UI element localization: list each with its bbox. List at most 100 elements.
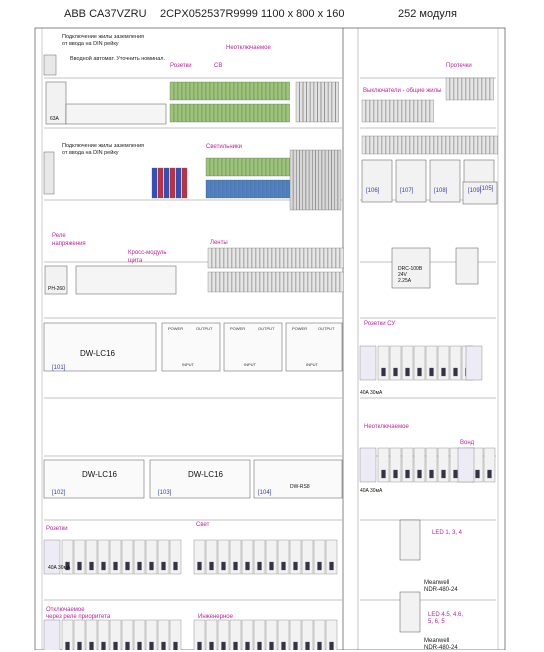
breaker-handle: [101, 561, 106, 571]
terminal-grey: [401, 99, 406, 123]
label-svet-bottom: Свет: [196, 522, 210, 528]
terminal-grey: [389, 135, 394, 155]
terminal-green: [257, 103, 262, 123]
breaker-rozetki: [157, 539, 170, 575]
note-main-breaker: Вводной автомат. Уточнить номинал.: [70, 56, 165, 62]
module-id-105: [105]: [480, 186, 494, 192]
terminal-blue: [237, 179, 242, 199]
terminal-grey: [310, 81, 314, 123]
breaker-handle: [245, 561, 250, 571]
terminal-input-3: INPUT: [306, 362, 318, 367]
terminal-grey: [312, 149, 316, 211]
terminal-grey: [385, 99, 390, 123]
label-neotkl-top: Неотключаемое: [226, 45, 271, 51]
terminal-power-1: POWER: [168, 326, 184, 331]
breaker-neotkl: [437, 447, 450, 483]
breaker-handle: [305, 641, 310, 650]
breaker-neotkl: [425, 447, 438, 483]
terminal-grey: [267, 271, 272, 293]
terminal-grey: [263, 247, 268, 269]
green-terminal-blocks: [169, 81, 290, 123]
terminal-grey: [361, 99, 366, 123]
terminal-green: [201, 81, 206, 101]
breaker-handle: [173, 561, 178, 571]
terminal-grey: [381, 99, 386, 123]
breaker-handle: [475, 469, 480, 479]
breaker-handle: [269, 561, 274, 571]
breaker-handle: [293, 641, 298, 650]
terminal-grey: [311, 271, 316, 293]
terminal-green: [245, 157, 250, 177]
terminal-grey: [493, 135, 498, 155]
terminal-green: [281, 103, 286, 123]
breaker-handle: [257, 561, 262, 571]
terminal-green: [241, 81, 246, 101]
breaker-handle: [113, 641, 118, 650]
terminal-grey: [303, 247, 308, 269]
breaker-handle: [65, 641, 70, 650]
terminal-color: [169, 167, 176, 199]
breaker-handle: [429, 367, 434, 377]
terminal-grey: [481, 77, 486, 101]
terminal-grey: [239, 271, 244, 293]
terminal-grey: [259, 247, 264, 269]
ground-terminal-mid: [43, 151, 55, 195]
terminal-grey: [231, 247, 236, 269]
terminal-color: [163, 167, 170, 199]
breaker-otkl: [133, 619, 146, 650]
drc-power-supply: [391, 247, 431, 289]
lc16-row-2: [43, 459, 343, 499]
terminal-grey: [485, 135, 490, 155]
terminal-green: [205, 81, 210, 101]
breaker-vent: [483, 447, 496, 483]
breaker-svet: [217, 539, 230, 575]
terminal-grey: [219, 247, 224, 269]
terminal-blue: [213, 179, 218, 199]
breaker-handle: [113, 561, 118, 571]
breaker-handle: [209, 641, 214, 650]
drc-label: DRC-100B 24V 2.25A: [398, 266, 423, 284]
breaker-otkl: [61, 619, 74, 650]
lenty-terminal-blocks: [207, 247, 344, 293]
terminal-green: [229, 157, 234, 177]
terminal-green: [193, 81, 198, 101]
rcd-device: [43, 619, 61, 650]
terminal-green: [261, 81, 266, 101]
terminal-green: [257, 157, 262, 177]
terminal-grey: [283, 247, 288, 269]
terminal-power-3: POWER: [292, 326, 308, 331]
terminal-grey: [295, 271, 300, 293]
terminal-grey: [334, 149, 338, 211]
rating-main: 63A: [50, 116, 59, 122]
terminal-grey: [433, 135, 438, 155]
breaker-rozetki-sv: [401, 345, 414, 381]
breaker-handle: [161, 641, 166, 650]
breaker-neotkl: [413, 447, 426, 483]
terminal-blue: [225, 179, 230, 199]
terminal-grey: [365, 135, 370, 155]
terminal-green: [225, 157, 230, 177]
breaker-otkl: [73, 619, 86, 650]
terminal-grey: [465, 77, 470, 101]
label-cross-module: Кросс-модуль щита: [128, 250, 167, 264]
terminal-green: [169, 103, 174, 123]
terminal-green: [273, 103, 278, 123]
breaker-rozetki-sv: [425, 345, 438, 381]
terminal-grey: [461, 77, 466, 101]
breaker-rozetki: [169, 539, 182, 575]
terminal-green: [229, 81, 234, 101]
terminal-green: [221, 157, 226, 177]
module-id-101: [101]: [52, 365, 66, 371]
terminal-green: [269, 103, 274, 123]
breaker-rozetki: [133, 539, 146, 575]
terminal-blue: [269, 179, 274, 199]
dw-lc16-box-1: [43, 322, 157, 372]
breaker-handle: [221, 641, 226, 650]
terminal-green: [205, 103, 210, 123]
meanwell-psu-2: [399, 591, 421, 633]
terminal-green: [285, 103, 290, 123]
terminal-grey: [453, 135, 458, 155]
terminal-grey: [323, 247, 328, 269]
blue-terminal-blocks: [205, 157, 294, 199]
top-terminal-row: [43, 54, 342, 211]
